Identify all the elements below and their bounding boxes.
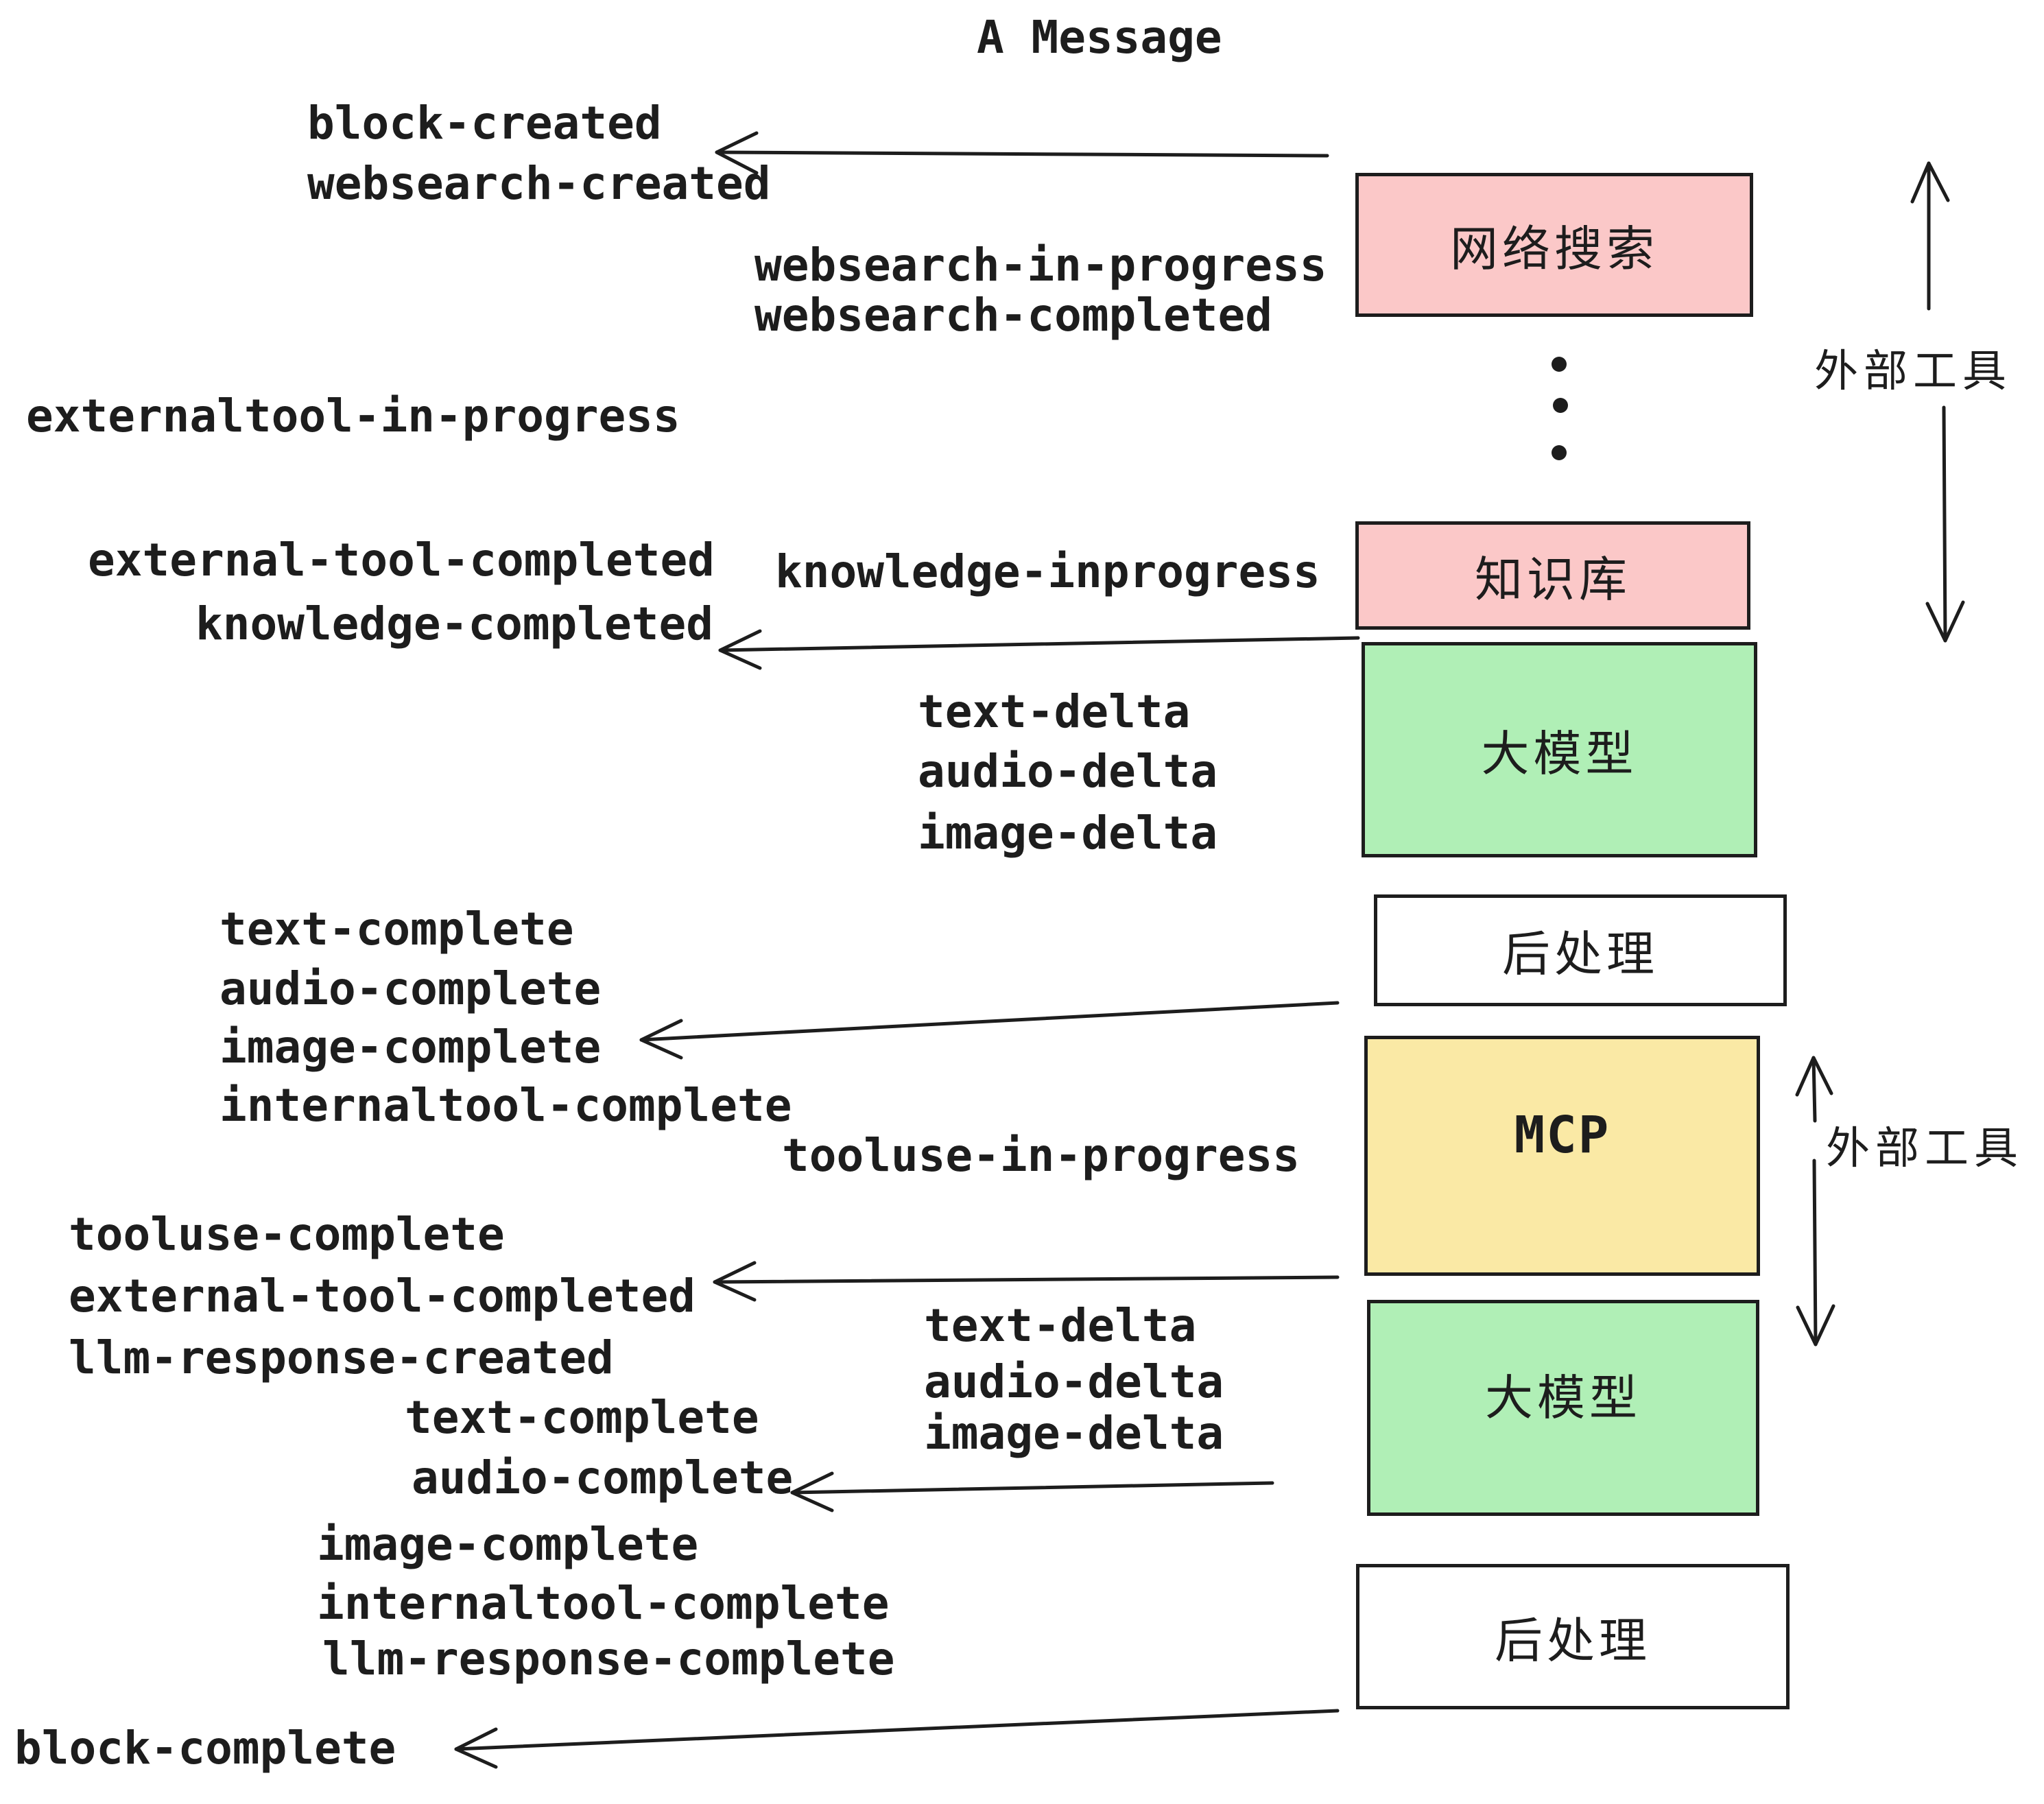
event-audio-delta-bottom: audio-delta bbox=[924, 1355, 1224, 1408]
node-postprocess-bottom-label: 后处理 bbox=[1495, 1612, 1651, 1669]
event-tooluse-complete: tooluse-complete bbox=[69, 1208, 505, 1261]
external-tools-label-bottom: 外部工具 bbox=[1826, 1124, 2023, 1174]
arrow-to-tooluse-complete bbox=[713, 1261, 1340, 1302]
external-tools-down-arrow-bottom bbox=[1796, 1159, 1835, 1346]
event-image-complete-bottom: image-complete bbox=[317, 1518, 699, 1571]
event-block-complete: block-complete bbox=[14, 1722, 396, 1775]
node-llm-top-label: 大模型 bbox=[1481, 725, 1638, 782]
event-image-delta-bottom: image-delta bbox=[924, 1407, 1224, 1460]
node-knowledge-base: 知识库 bbox=[1355, 521, 1750, 630]
external-tools-down-arrow-top bbox=[1925, 405, 1965, 643]
external-tools-up-arrow-top bbox=[1910, 161, 1950, 311]
event-internaltool-complete-bottom: internaltool-complete bbox=[317, 1577, 890, 1630]
event-knowledge-completed: knowledge-completed bbox=[195, 597, 713, 650]
arrow-to-audio-complete-bottom bbox=[790, 1471, 1274, 1512]
event-internaltool-complete-top: internaltool-complete bbox=[219, 1079, 792, 1132]
event-block-created: block-created bbox=[307, 97, 662, 150]
node-postprocess-bottom: 后处理 bbox=[1356, 1564, 1790, 1709]
event-image-delta-top: image-delta bbox=[918, 807, 1218, 859]
event-external-tool-completed-bottom: external-tool-completed bbox=[69, 1270, 696, 1322]
event-audio-complete-bottom: audio-complete bbox=[412, 1451, 794, 1504]
event-external-tool-completed-top: external-tool-completed bbox=[88, 534, 715, 586]
node-llm-top: 大模型 bbox=[1362, 642, 1757, 857]
event-llm-response-created: llm-response-created bbox=[69, 1331, 614, 1384]
node-knowledge-base-label: 知识库 bbox=[1475, 551, 1631, 608]
event-websearch-completed: websearch-completed bbox=[754, 289, 1272, 342]
node-websearch: 网络搜索 bbox=[1355, 173, 1753, 317]
arrow-to-image-complete-top bbox=[639, 1001, 1340, 1060]
event-externaltool-in-progress: externaltool-in-progress bbox=[26, 390, 680, 442]
event-text-complete-bottom: text-complete bbox=[405, 1391, 759, 1444]
event-llm-response-complete: llm-response-complete bbox=[322, 1633, 895, 1685]
node-llm-bottom-label: 大模型 bbox=[1485, 1370, 1641, 1426]
ellipsis-dot bbox=[1552, 357, 1567, 372]
arrow-to-block-created bbox=[715, 131, 1329, 175]
event-audio-complete-top: audio-complete bbox=[219, 962, 602, 1015]
event-text-complete-top: text-complete bbox=[219, 903, 574, 956]
node-mcp: MCP bbox=[1364, 1036, 1760, 1276]
external-tools-label-top: 外部工具 bbox=[1814, 346, 2012, 397]
arrow-to-block-complete bbox=[454, 1709, 1340, 1769]
node-postprocess-top-label: 后处理 bbox=[1502, 926, 1659, 982]
external-tools-up-arrow-bottom bbox=[1795, 1056, 1833, 1123]
event-audio-delta-top: audio-delta bbox=[918, 745, 1218, 798]
node-postprocess-top: 后处理 bbox=[1374, 894, 1787, 1006]
event-knowledge-inprogress: knowledge-inprogress bbox=[775, 545, 1320, 598]
event-websearch-created: websearch-created bbox=[307, 157, 771, 210]
arrow-to-knowledge-completed bbox=[718, 629, 1360, 670]
node-mcp-label: MCP bbox=[1514, 1106, 1611, 1165]
event-text-delta-top: text-delta bbox=[918, 685, 1191, 738]
page-title: A Message bbox=[977, 11, 1222, 64]
event-image-complete-top: image-complete bbox=[219, 1021, 602, 1073]
event-text-delta-bottom: text-delta bbox=[924, 1299, 1197, 1352]
event-tooluse-in-progress: tooluse-in-progress bbox=[782, 1129, 1300, 1182]
node-llm-bottom: 大模型 bbox=[1367, 1300, 1759, 1516]
ellipsis-dot bbox=[1552, 445, 1567, 460]
event-websearch-in-progress: websearch-in-progress bbox=[754, 239, 1327, 292]
ellipsis-dot bbox=[1553, 398, 1568, 413]
node-websearch-label: 网络搜索 bbox=[1450, 220, 1659, 277]
